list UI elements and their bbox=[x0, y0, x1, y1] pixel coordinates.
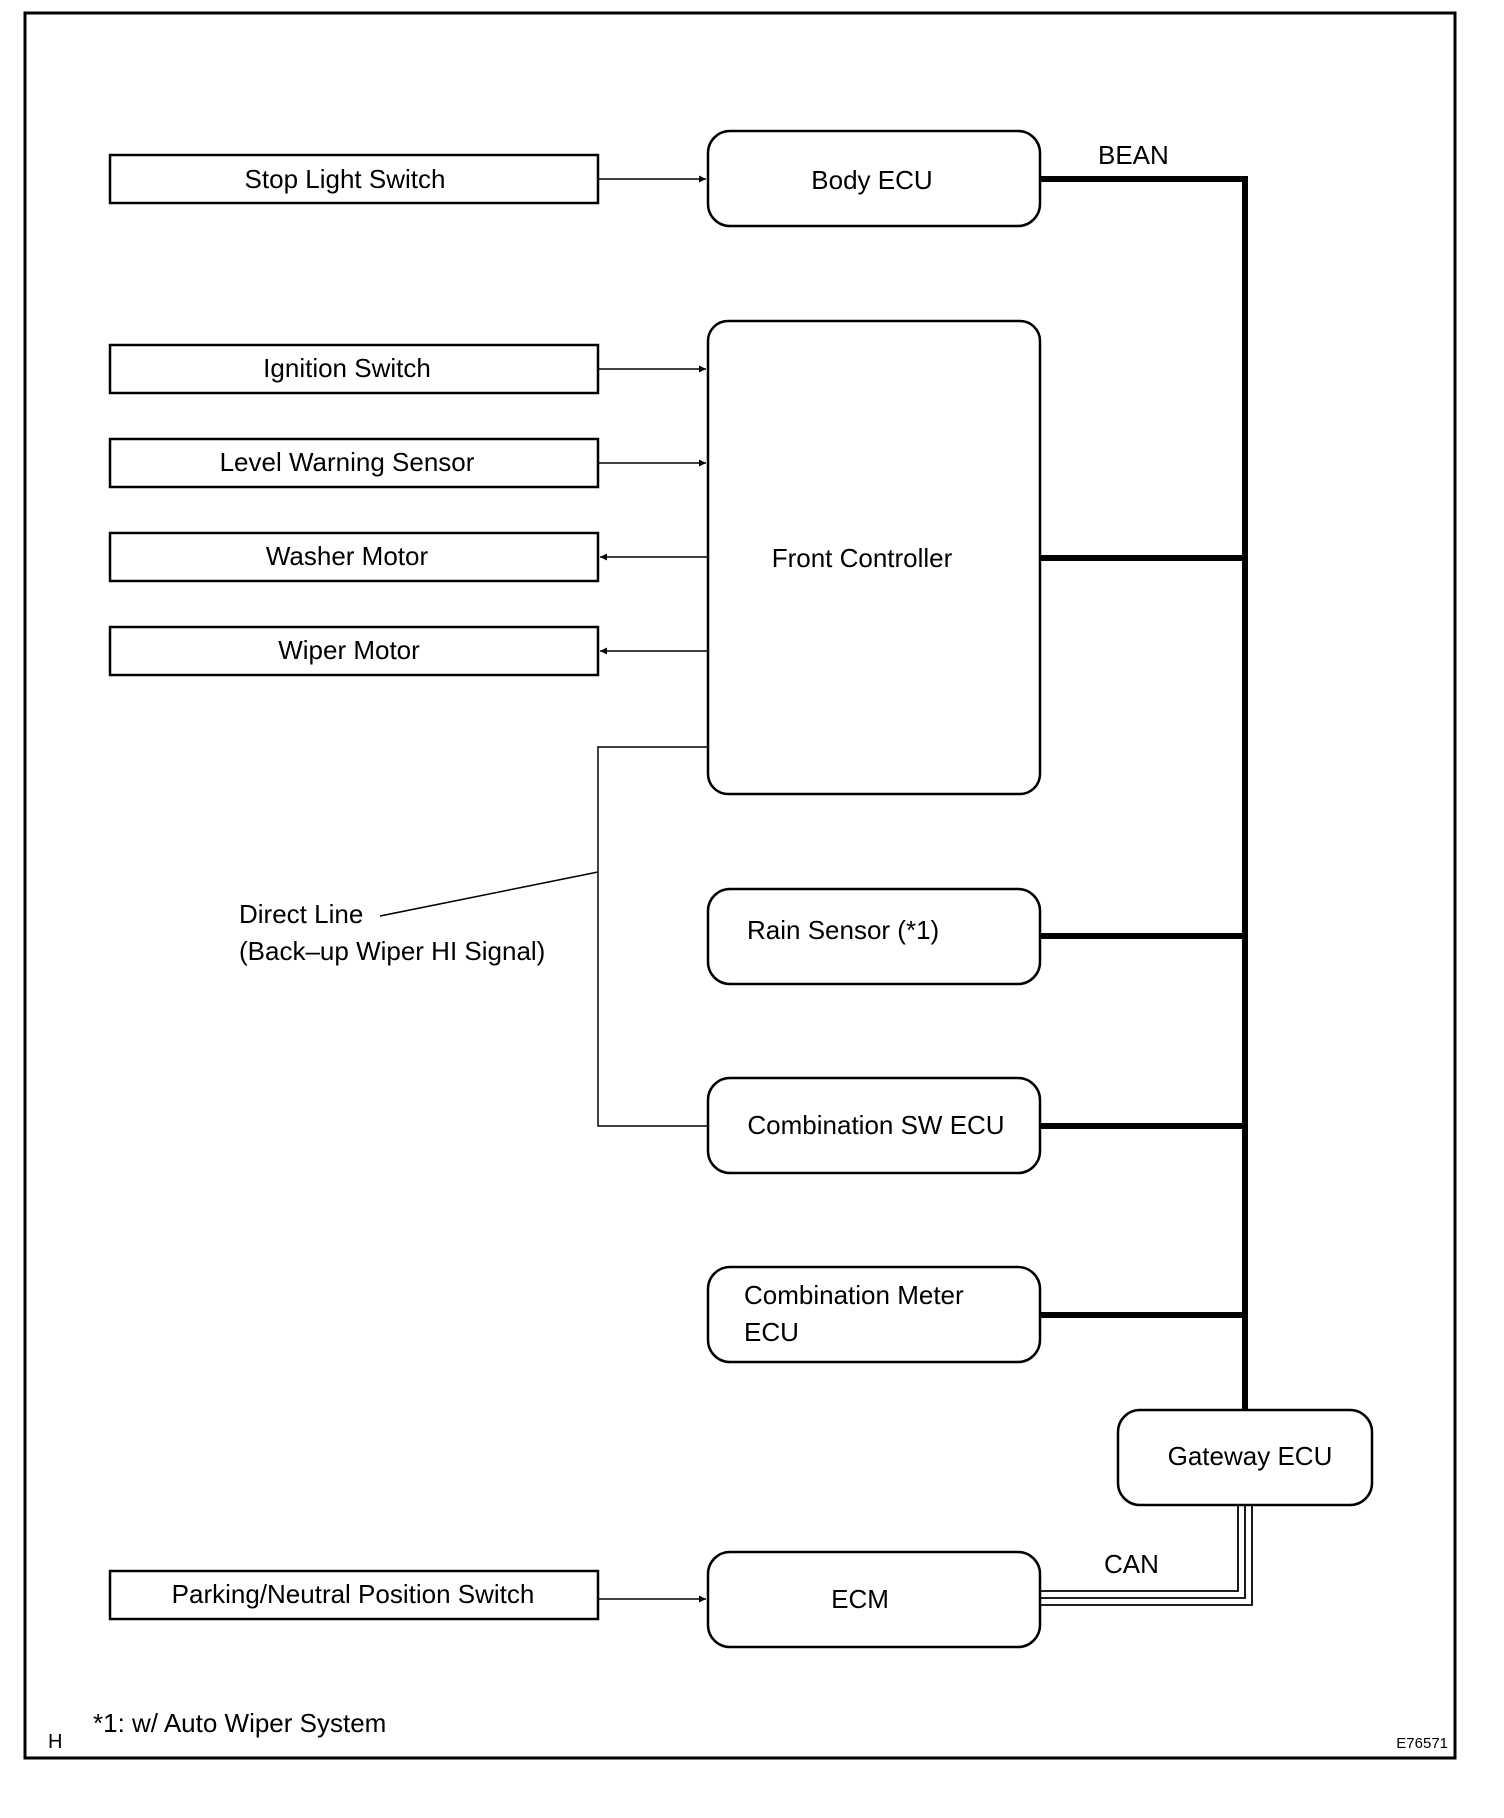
direct-line-label: Direct Line bbox=[239, 899, 363, 929]
level-warning-sensor-box: Level Warning Sensor bbox=[108, 437, 600, 489]
parking-neutral-position-switch-box: Parking/Neutral Position Switch bbox=[108, 1569, 600, 1621]
body-ecu-label: Body ECU bbox=[811, 165, 932, 195]
body-ecu-box: Body ECU bbox=[706, 129, 1042, 228]
parking-neutral-position-switch-label: Parking/Neutral Position Switch bbox=[172, 1579, 535, 1609]
gateway-ecu-box: Gateway ECU bbox=[1116, 1408, 1374, 1507]
bean-bus-label: BEAN bbox=[1098, 140, 1169, 170]
wiper-motor-label: Wiper Motor bbox=[278, 635, 420, 665]
corner-letter: H bbox=[48, 1731, 62, 1753]
combination-meter-ecu-box: Combination Meter ECU bbox=[706, 1265, 1042, 1364]
direct-line-sublabel: (Back–up Wiper HI Signal) bbox=[239, 936, 545, 966]
rain-sensor-box: Rain Sensor (*1) bbox=[706, 887, 1042, 986]
can-bus-wire-inner bbox=[1040, 1505, 1239, 1592]
combination-meter-ecu-label-line2: ECU bbox=[744, 1317, 799, 1347]
level-warning-sensor-label: Level Warning Sensor bbox=[220, 447, 475, 477]
combination-meter-ecu-label-line1: Combination Meter bbox=[744, 1280, 964, 1310]
footnote: *1: w/ Auto Wiper System bbox=[93, 1708, 386, 1738]
stop-light-switch-box: Stop Light Switch bbox=[108, 153, 600, 205]
stop-light-switch-label: Stop Light Switch bbox=[245, 164, 446, 194]
front-controller-label: Front Controller bbox=[772, 543, 953, 573]
ignition-switch-box: Ignition Switch bbox=[108, 343, 600, 395]
can-bus-label: CAN bbox=[1104, 1549, 1159, 1579]
combination-sw-ecu-box: Combination SW ECU bbox=[706, 1076, 1042, 1175]
figure-code: E76571 bbox=[1396, 1735, 1448, 1752]
direct-line-wire bbox=[597, 746, 708, 1127]
washer-motor-label: Washer Motor bbox=[266, 541, 429, 571]
diagram-frame bbox=[23, 11, 1457, 1760]
rain-sensor-label: Rain Sensor (*1) bbox=[747, 915, 939, 945]
gateway-ecu-label: Gateway ECU bbox=[1168, 1441, 1333, 1471]
can-bus bbox=[1040, 1505, 1253, 1606]
front-controller-box: Front Controller bbox=[706, 319, 1042, 796]
can-bus-wire-middle bbox=[1040, 1505, 1246, 1599]
ecm-box: ECM bbox=[706, 1550, 1042, 1649]
washer-motor-box: Washer Motor bbox=[108, 531, 600, 583]
ignition-switch-label: Ignition Switch bbox=[263, 353, 431, 383]
direct-line-leader bbox=[379, 871, 599, 917]
can-bus-wire-outer bbox=[1040, 1505, 1253, 1606]
ecm-label: ECM bbox=[831, 1584, 889, 1614]
combination-sw-ecu-label: Combination SW ECU bbox=[747, 1110, 1004, 1140]
bean-bus bbox=[1040, 176, 1248, 1410]
wiper-motor-box: Wiper Motor bbox=[108, 625, 600, 677]
